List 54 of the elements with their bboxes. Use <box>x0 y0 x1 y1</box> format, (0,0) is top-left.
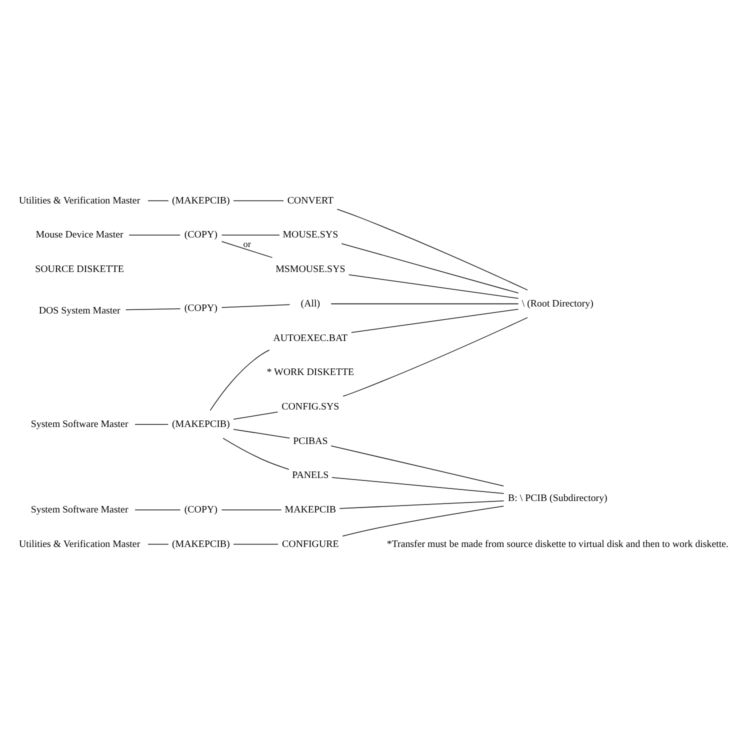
node-text: System Software Master <box>30 504 128 516</box>
node-text: (MAKEPCIB) <box>172 418 230 430</box>
connector <box>342 317 528 397</box>
connector <box>148 544 169 545</box>
connector <box>233 200 284 202</box>
node-text: PANELS <box>292 470 329 482</box>
node-text: MAKEPCIB <box>284 504 336 516</box>
connector <box>339 500 504 509</box>
node-text: MOUSE.SYS <box>282 230 338 241</box>
node-text: CONVERT <box>287 195 334 206</box>
connector <box>330 303 519 304</box>
node-text: Mouse Device Master <box>36 230 124 241</box>
node-text: (COPY) <box>184 504 218 516</box>
node-text: (All) <box>300 298 320 310</box>
node-text: MSMOUSE.SYS <box>276 264 346 276</box>
node-text: System Software Master <box>30 418 128 430</box>
node-text: AUTOEXEC.BAT <box>273 332 348 344</box>
connector <box>222 438 290 470</box>
connector <box>342 506 504 536</box>
node-text: \ (Root Directory) <box>522 298 594 310</box>
connector <box>134 509 181 510</box>
node-text: Utilities & Verification Master <box>18 195 140 206</box>
node-text: CONFIGURE <box>282 538 339 550</box>
connector <box>233 544 278 545</box>
connector <box>126 308 181 310</box>
label: *Transfer must be made from source diskette to virtual disk and then to work diskette. <box>386 538 728 550</box>
node-text: (MAKEPCIB) <box>172 195 230 206</box>
connector <box>330 445 504 486</box>
connector <box>332 477 504 494</box>
connector <box>221 234 280 236</box>
connector <box>210 350 270 411</box>
connector <box>233 428 290 438</box>
node-text: (COPY) <box>184 302 218 314</box>
node-text: PCIBAS <box>293 436 328 447</box>
label: SOURCE DISKETTE <box>35 264 124 276</box>
node-text: DOS System Master <box>38 305 120 316</box>
node-text: Utilities & Verification Master <box>18 538 140 550</box>
connector <box>148 200 169 202</box>
connector <box>341 243 519 294</box>
node-text: (MAKEPCIB) <box>172 538 230 550</box>
connector <box>348 274 519 299</box>
edge-label: or <box>243 239 251 250</box>
node-text: B: \ PCIB (Subdirectory) <box>508 493 608 504</box>
connector <box>351 308 519 333</box>
node-text: (COPY) <box>184 230 218 241</box>
connector <box>128 234 181 236</box>
label: * WORK DISKETTE <box>266 367 354 378</box>
connector <box>221 241 273 258</box>
connector <box>336 208 528 290</box>
node-text: CONFIG.SYS <box>282 401 340 412</box>
connector <box>221 509 282 510</box>
connector <box>233 412 278 420</box>
connector <box>221 304 290 308</box>
connector <box>134 424 169 425</box>
